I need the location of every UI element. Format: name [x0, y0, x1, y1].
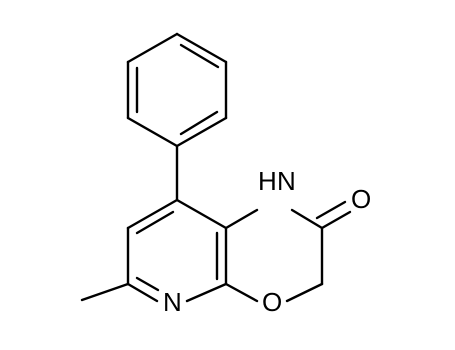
pyridine-nitrogen-label: N [163, 287, 182, 317]
carbonyl-oxygen-label: O [351, 184, 371, 214]
phenyl-ring [126, 32, 228, 148]
carbonyl-bond [315, 200, 352, 230]
methyl-bond [80, 282, 130, 302]
pyridine-ring [126, 198, 228, 303]
ring-oxygen-label: O [262, 287, 282, 317]
oxazinone-ring [224, 208, 324, 303]
nh-hydrogen-label: H [258, 166, 277, 196]
nh-nitrogen-label: N [277, 166, 296, 196]
